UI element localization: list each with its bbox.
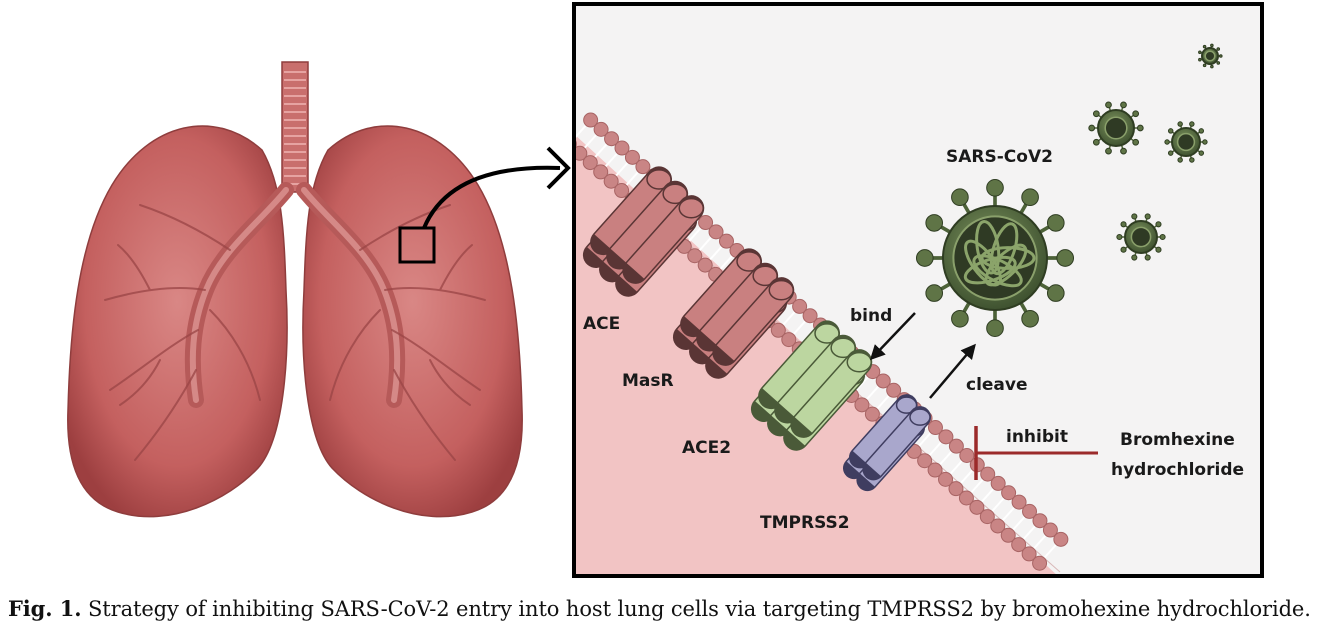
caption-label: Fig. 1. (8, 596, 82, 621)
label-cleave: cleave (966, 375, 1028, 395)
panel-frame (572, 2, 1264, 578)
figure-illustration: ACE MasR ACE2 TMPRSS2 SARS-CoV2 bind cle… (67, 2, 1264, 578)
lungs-illustration (67, 61, 571, 518)
virions-background (1088, 43, 1223, 261)
bronchiole-branches (104, 204, 486, 461)
label-tmprss2: TMPRSS2 (760, 513, 850, 533)
ace2-receptor (750, 320, 873, 451)
label-drug-line1: Bromhexine (1120, 430, 1235, 450)
zoom-region-box (398, 226, 436, 264)
cell-entry-panel: ACE MasR ACE2 TMPRSS2 SARS-CoV2 bind cle… (572, 2, 1264, 578)
zoom-arrow (422, 165, 561, 229)
label-sars-cov2: SARS-CoV2 (946, 147, 1053, 167)
label-ace: ACE (583, 314, 620, 334)
label-ace2: ACE2 (682, 438, 731, 458)
caption-text: Strategy of inhibiting SARS-CoV-2 entry … (88, 597, 1311, 621)
trachea-rings (284, 71, 306, 185)
label-drug-line2: hydrochloride (1111, 460, 1244, 480)
tmprss2-protease (842, 394, 932, 492)
cleave-arrow (929, 343, 976, 399)
left-lung (67, 125, 288, 518)
bind-arrow (869, 312, 916, 361)
masr-receptor (672, 248, 795, 379)
right-lung (302, 125, 523, 518)
ace-receptor (582, 166, 705, 297)
label-masr: MasR (622, 371, 674, 391)
label-bind: bind (850, 306, 892, 326)
figure-caption: Fig. 1. Strategy of inhibiting SARS-CoV-… (8, 596, 1326, 621)
sars-cov2-virion (915, 178, 1075, 338)
label-inhibit: inhibit (1006, 427, 1068, 447)
